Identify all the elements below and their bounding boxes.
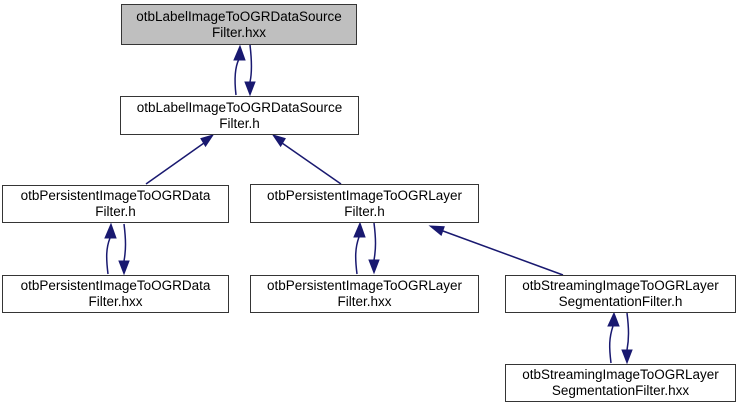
node-otbPersistentImageToOGRLayerFilter-h[interactable]: otbPersistentImageToOGRLayer Filter.h: [250, 184, 479, 223]
edge-streaming-h-to-persistentlayer-h: [428, 225, 564, 276]
node-otbPersistentImageToOGRDataFilter-hxx[interactable]: otbPersistentImageToOGRData Filter.hxx: [2, 275, 229, 313]
node-otbPersistentImageToOGRDataFilter-h[interactable]: otbPersistentImageToOGRData Filter.h: [2, 185, 229, 223]
edge-label-h-to-label-hxx: [233, 44, 246, 96]
node-label-line1: otbLabelImageToOGRDataSource: [136, 99, 343, 115]
node-otbLabelImageToOGRDataSourceFilter-h[interactable]: otbLabelImageToOGRDataSource Filter.h: [120, 96, 359, 135]
node-label-line2: Filter.h: [95, 204, 136, 219]
edge-persistentdata-h-to-persistentdata-hxx: [118, 223, 130, 276]
edge-streaming-hxx-to-streaming-h: [607, 311, 620, 364]
edge-streaming-h-to-streaming-hxx: [621, 312, 633, 365]
edge-persistentlayer-h-to-persistentlayer-hxx: [368, 222, 380, 275]
node-label-line2: Filter.hxx: [211, 24, 266, 40]
edge-persistentdata-h-to-label-h: [145, 134, 215, 185]
node-label-line1: otbLabelImageToOGRDataSource: [136, 8, 342, 24]
node-label-line1: otbPersistentImageToOGRData: [20, 278, 211, 293]
node-label-line2: SegmentationFilter.h: [558, 294, 683, 309]
node-label-line1: otbPersistentImageToOGRLayer: [266, 187, 463, 203]
edge-label-hxx-to-label-h: [244, 44, 256, 97]
node-label-line1: otbPersistentImageToOGRLayer: [266, 278, 463, 293]
edge-persistentlayer-h-to-label-h: [271, 134, 342, 185]
node-label-line2: Filter.hxx: [337, 294, 392, 309]
node-label-line2: SegmentationFilter.hxx: [551, 383, 690, 398]
node-label-line1: otbPersistentImageToOGRData: [20, 188, 211, 203]
node-label-line1: otbStreamingImageToOGRLayer: [522, 367, 719, 382]
node-otbPersistentImageToOGRLayerFilter-hxx[interactable]: otbPersistentImageToOGRLayer Filter.hxx: [250, 275, 479, 313]
node-otbStreamingImageToOGRLayerSegmentationFilter-h[interactable]: otbStreamingImageToOGRLayer Segmentation…: [505, 275, 736, 313]
edge-persistentdata-hxx-to-persistentdata-h: [104, 222, 117, 275]
node-label-line2: Filter.hxx: [88, 294, 143, 309]
node-label-line1: otbStreamingImageToOGRLayer: [522, 278, 719, 293]
node-label-line2: Filter.h: [219, 115, 260, 131]
node-otbStreamingImageToOGRLayerSegmentationFilter-hxx[interactable]: otbStreamingImageToOGRLayer Segmentation…: [505, 364, 736, 402]
edge-persistentlayer-hxx-to-persistentlayer-h: [353, 221, 366, 275]
node-otbLabelImageToOGRDataSourceFilter-hxx: otbLabelImageToOGRDataSource Filter.hxx: [121, 4, 357, 45]
node-label-line2: Filter.h: [344, 203, 385, 219]
